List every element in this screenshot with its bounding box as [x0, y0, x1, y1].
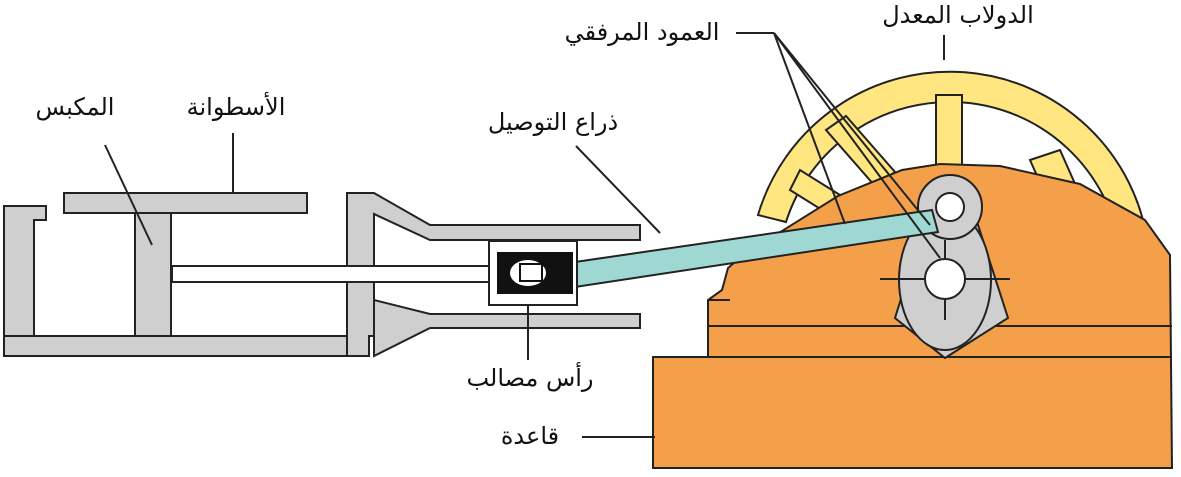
- cylinder: [3, 192, 641, 358]
- label-piston: المكبس: [36, 93, 115, 121]
- label-flywheel: الدولاب المعدل: [882, 1, 1034, 29]
- crosshead: [488, 240, 578, 306]
- label-base: قاعدة: [501, 422, 559, 450]
- label-cylinder: الأسطوانة: [187, 92, 286, 121]
- crank-pin: [935, 192, 965, 222]
- label-crosshead: رأس مصالب: [466, 362, 593, 392]
- label-connecting-rod: ذراع التوصيل: [488, 108, 618, 136]
- leader-lines: [104, 32, 945, 438]
- piston-rod: [171, 265, 499, 283]
- label-crankshaft: العمود المرفقي: [565, 18, 720, 46]
- crank-main-journal: [924, 258, 966, 300]
- piston: [134, 212, 172, 337]
- labels: الدولاب المعدل العمود المرفقي ذراع التوص…: [36, 1, 1034, 450]
